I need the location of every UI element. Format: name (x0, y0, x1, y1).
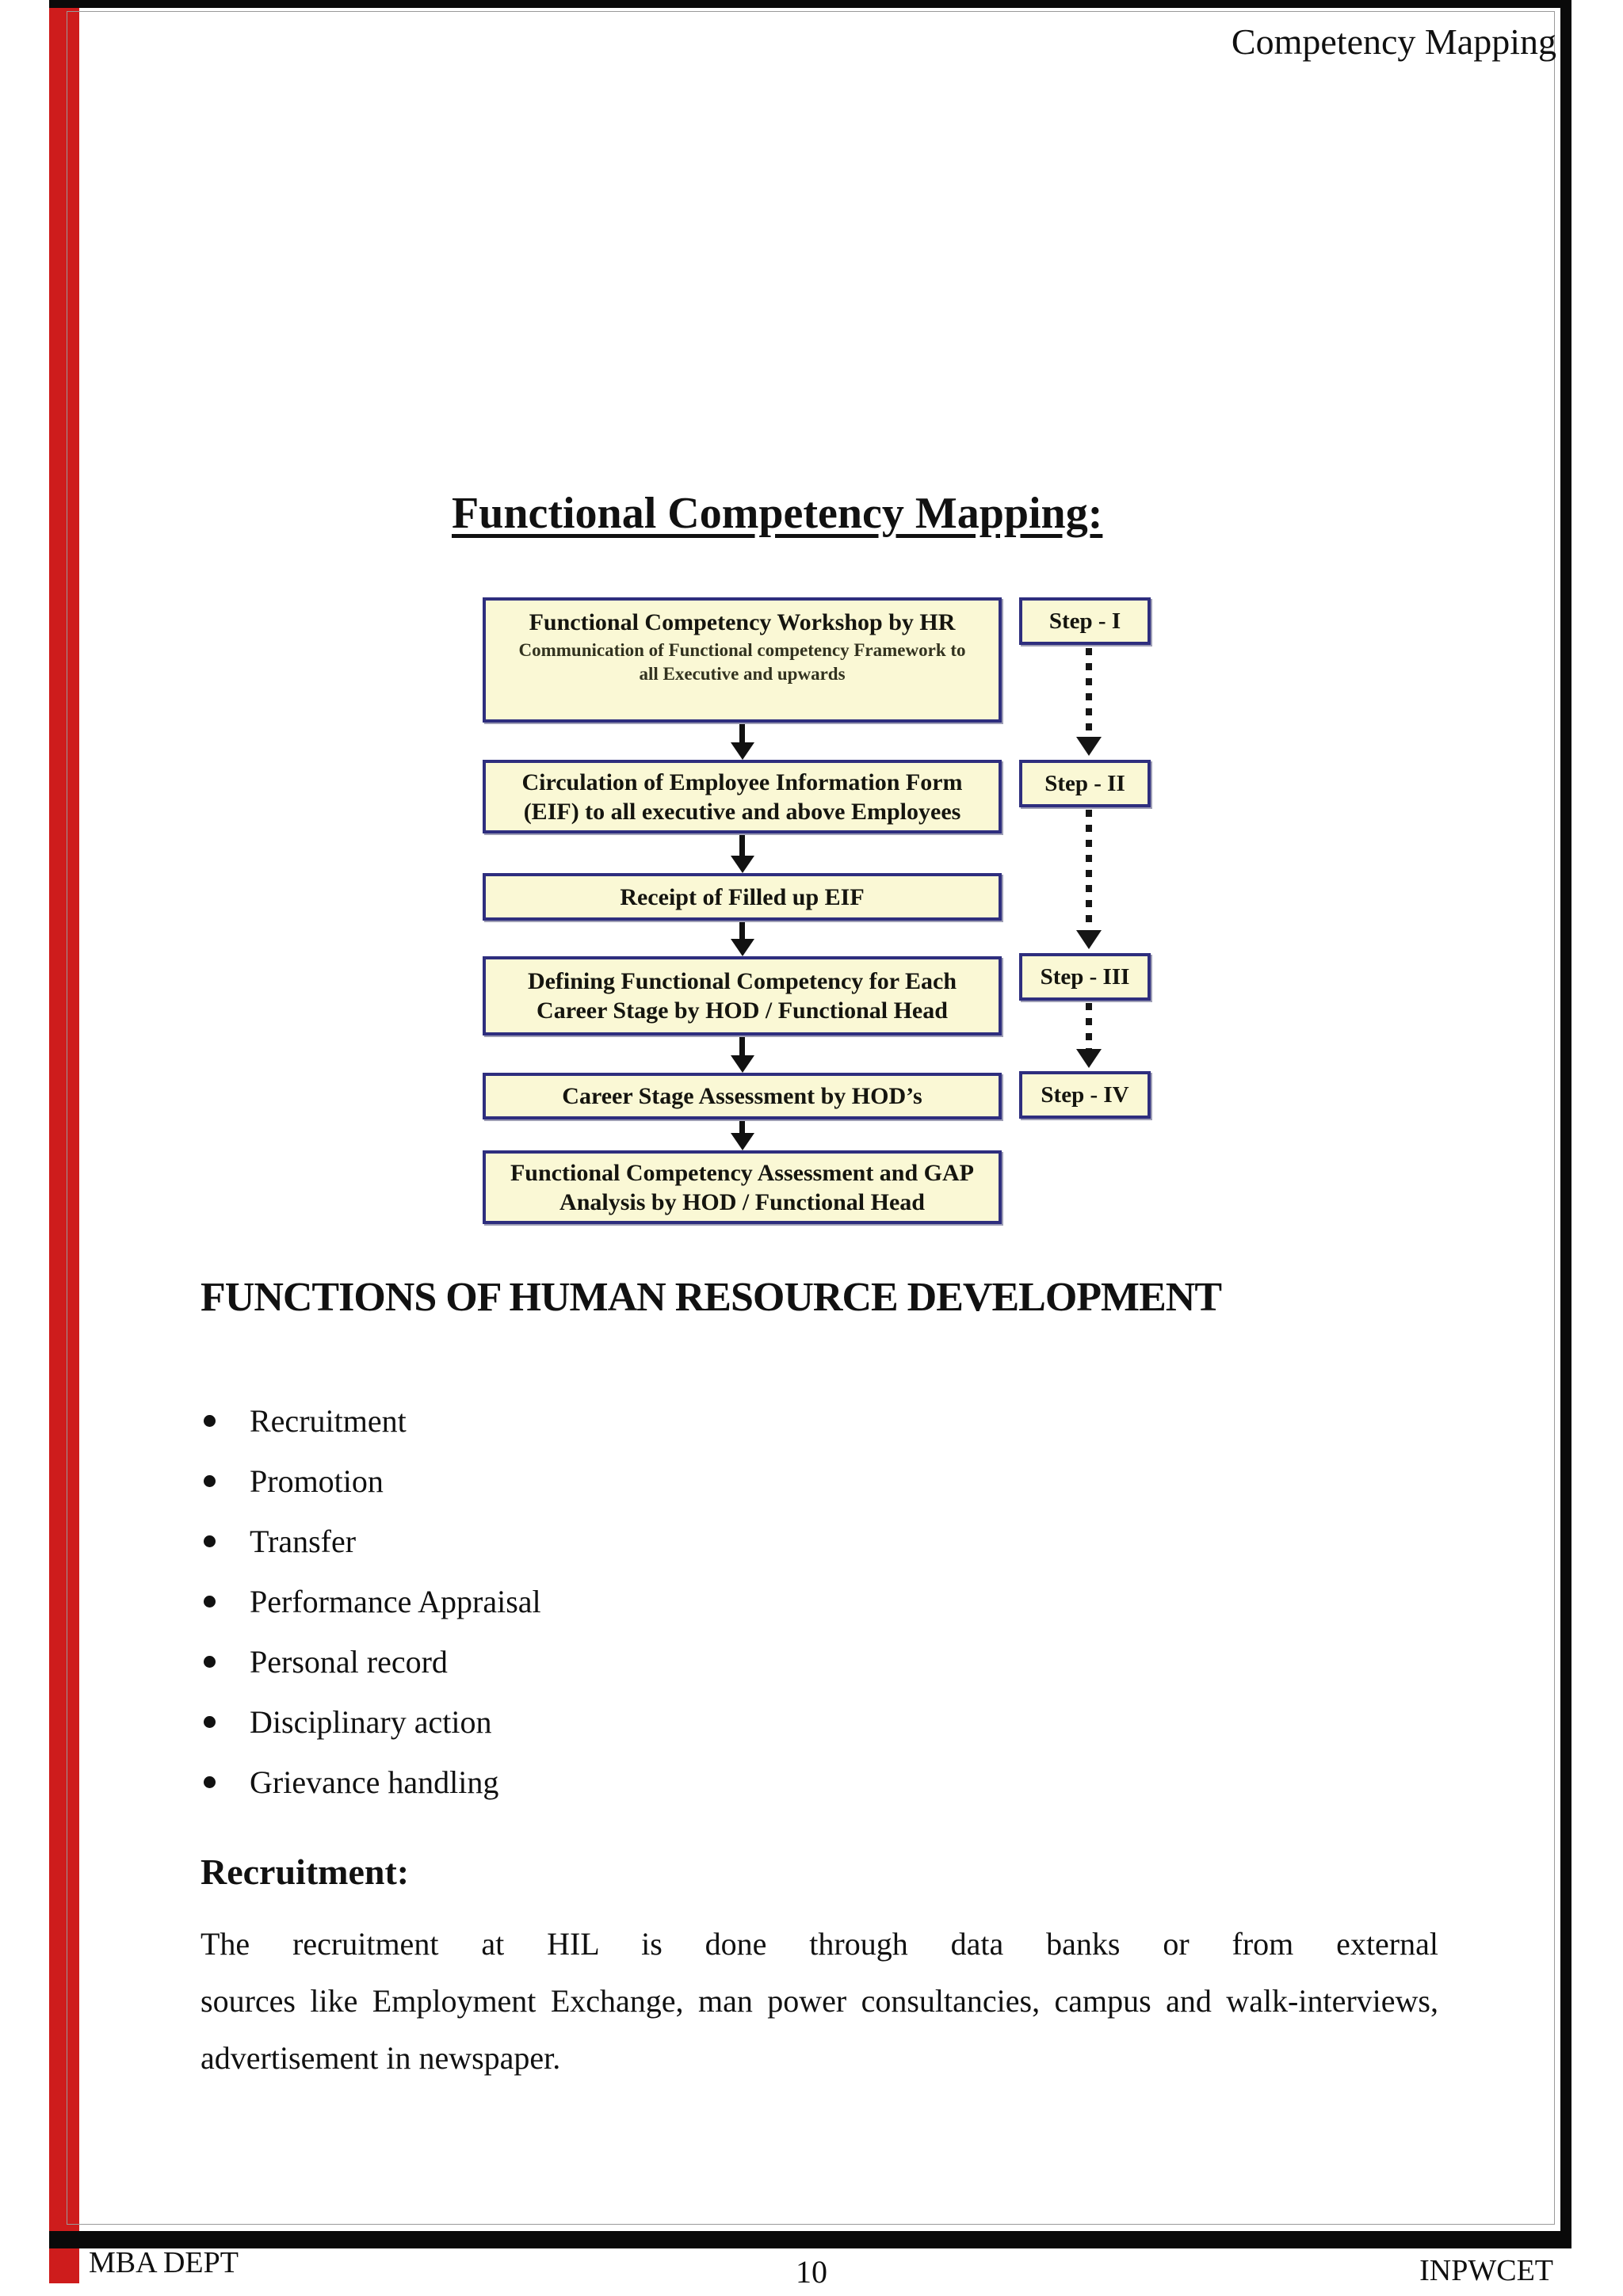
flow-box-gap-analysis: Functional Competency Assessment and GAP… (483, 1150, 1002, 1224)
list-item: Performance Appraisal (200, 1581, 914, 1642)
step-box-3: Step - III (1019, 953, 1151, 1001)
down-arrow-icon (739, 1121, 745, 1133)
down-arrow-icon (739, 1037, 745, 1055)
step-box-1: Step - I (1019, 597, 1151, 645)
list-item: Promotion (200, 1461, 914, 1521)
page-header-right: Competency Mapping (1231, 21, 1556, 62)
dotted-down-arrow-icon (1086, 648, 1092, 737)
flow-box-career-assessment: Career Stage Assessment by HOD’s (483, 1073, 1002, 1119)
page-border-right (1560, 0, 1571, 2248)
down-arrow-icon (739, 922, 745, 939)
flow-box-title: Functional Competency Assessment and GAP… (510, 1159, 974, 1215)
list-item: Transfer (200, 1521, 914, 1581)
down-arrow-icon (739, 835, 745, 856)
inner-frame-line (67, 11, 1555, 2225)
list-item: Disciplinary action (200, 1702, 914, 1762)
flow-box-title: Functional Competency Workshop by HR (529, 609, 956, 635)
paragraph-line: advertisement in newspaper. (200, 2040, 561, 2076)
paragraph-line: The recruitment at HIL is done through d… (200, 1926, 1438, 1962)
flow-box-title: Career Stage Assessment by HOD’s (562, 1083, 922, 1109)
step-box-2: Step - II (1019, 760, 1151, 807)
page-border-bottom (49, 2231, 1571, 2248)
step-box-4: Step - IV (1019, 1071, 1151, 1119)
page-border-top (49, 0, 1571, 8)
flow-box-title: Circulation of Employee Information Form… (521, 769, 963, 825)
page-title: Functional Competency Mapping: (452, 489, 1103, 538)
list-item: Grievance handling (200, 1762, 914, 1822)
functions-bullet-list: Recruitment Promotion Transfer Performan… (200, 1401, 914, 1822)
recruitment-paragraph: The recruitment at HIL is done through d… (200, 1916, 1438, 2087)
footer-page-number: 10 (796, 2254, 827, 2290)
footer-right: INPWCET (1419, 2254, 1553, 2287)
left-red-margin-bar (49, 3, 79, 2283)
flow-box-subtitle: Communication of Functional competency F… (518, 640, 966, 684)
flow-box-defining: Defining Functional Competency for Each … (483, 956, 1002, 1035)
flow-box-title: Receipt of Filled up EIF (620, 883, 865, 910)
footer-left: MBA DEPT (89, 2246, 239, 2279)
dotted-down-arrow-icon (1086, 1003, 1092, 1049)
section-heading-recruitment: Recruitment: (200, 1852, 410, 1892)
list-item: Personal record (200, 1642, 914, 1702)
flow-box-receipt: Receipt of Filled up EIF (483, 873, 1002, 921)
flow-box-circulation: Circulation of Employee Information Form… (483, 760, 1002, 833)
down-arrow-icon (739, 724, 745, 742)
section-heading-functions: FUNCTIONS OF HUMAN RESOURCE DEVELOPMENT (200, 1275, 1222, 1320)
list-item: Recruitment (200, 1401, 914, 1461)
dotted-down-arrow-icon (1086, 810, 1092, 930)
paragraph-line: sources like Employment Exchange, man po… (200, 1983, 1438, 2019)
flow-box-title: Defining Functional Competency for Each … (527, 968, 957, 1024)
flow-box-workshop: Functional Competency Workshop by HR Com… (483, 597, 1002, 723)
